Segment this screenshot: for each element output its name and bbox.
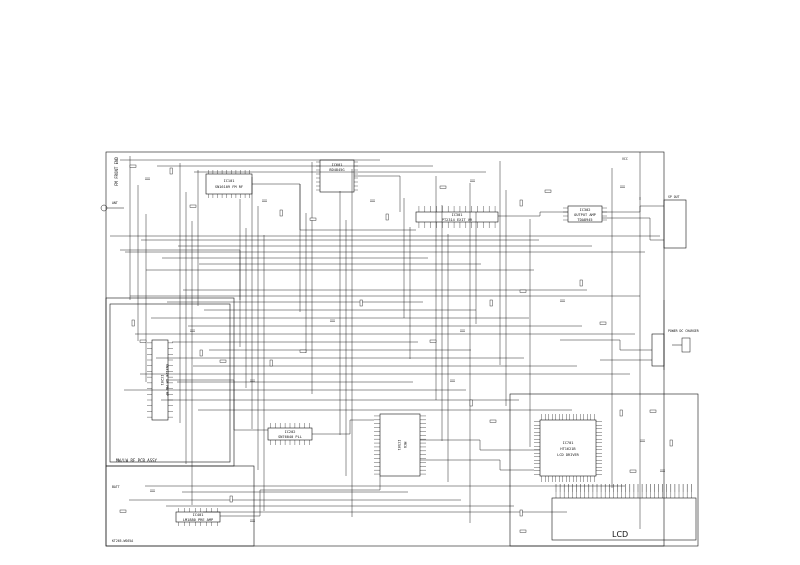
speaker-out-label: SP OUT: [668, 195, 680, 199]
ic601-part: BD4845G: [329, 168, 344, 172]
ic501-chip: [379, 413, 421, 477]
ic302-chip: [567, 205, 603, 223]
ic401-chip: [175, 511, 221, 523]
power-jack-icon: [672, 337, 691, 353]
fm-front-end-label: FM FRONT END: [114, 157, 119, 186]
ic302-part: OUTPUT AMP: [574, 213, 596, 217]
lcd-label: LCD: [612, 530, 628, 539]
ic601-ref: IC601: [332, 163, 343, 167]
ic501-ref: IC501: [397, 440, 401, 451]
ic701-chip: [539, 419, 597, 477]
ant-label: ANT: [112, 201, 118, 205]
ic301-part: PT2314 EXIT VR: [442, 218, 473, 222]
power-charger-label: POWER DC CHARGER: [668, 329, 699, 333]
ic701-sub: LCD DRIVER: [557, 453, 579, 457]
ic401-part: LM1880 PRE AMP: [183, 518, 213, 522]
ic302-sub: TDA8945: [577, 218, 592, 222]
right-connector: [663, 199, 687, 249]
bottom-left-note: KT265-WS65A: [112, 539, 133, 543]
vcc-label: VCC: [622, 157, 628, 161]
ic501-part: MCU: [403, 442, 407, 449]
ic302-ref: IC302: [580, 208, 591, 212]
antenna-icon: [100, 204, 124, 212]
lcd-glass: [551, 497, 697, 541]
power-connector: [651, 333, 665, 367]
ic701-ref: IC701: [563, 441, 574, 445]
ic101-part: SN16109 FM RF: [215, 185, 243, 189]
ic401-ref: IC401: [193, 513, 204, 517]
ic201-ref: IC201: [160, 375, 164, 386]
ic101-ref: IC101: [224, 179, 235, 183]
ic202-part: SN76040 PLL: [278, 435, 302, 439]
ic101-chip: [205, 173, 253, 195]
ic301-ref: IC301: [452, 213, 463, 217]
ic201-part: SN3120 AM MW RF: [165, 364, 169, 396]
battery-label: BATT: [112, 485, 120, 489]
ic301-chip: [415, 211, 499, 223]
lcd-section-frame: [509, 393, 699, 547]
ic701-part: HT1621B: [560, 447, 575, 451]
mw-rf-pcb-label: MW/LW RF PCB ASSY: [116, 458, 158, 463]
ic202-ref: IC202: [285, 430, 296, 434]
